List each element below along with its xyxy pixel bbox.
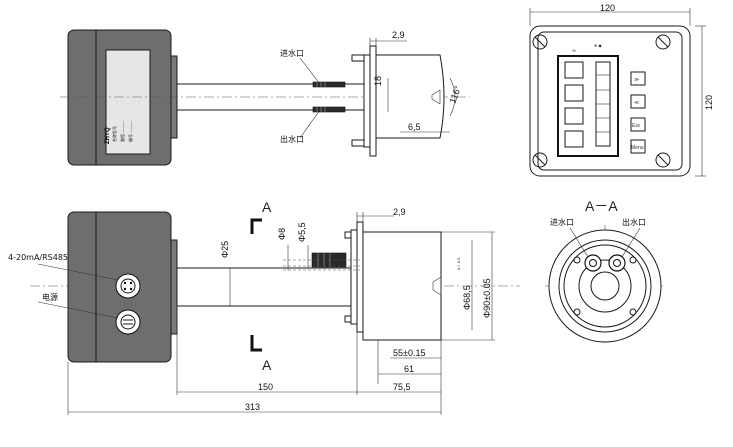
probe-head-top	[375, 54, 445, 139]
flange-top	[369, 45, 377, 157]
dim-pipe-spacing: 18	[373, 76, 383, 86]
nameplate-line-2: 量程 ———	[119, 121, 125, 142]
section-outer-circle	[548, 229, 662, 343]
digit-display	[564, 61, 611, 148]
connector-signal	[115, 273, 141, 299]
button-right[interactable]: ≫	[630, 71, 646, 86]
screw-icon-bl	[532, 152, 548, 168]
dim-angle: 116°	[447, 84, 463, 105]
label-power: 电源	[42, 292, 58, 302]
dim-len-150: 150	[258, 382, 273, 392]
label-inlet-section: 进水口	[550, 217, 574, 227]
probe-head-front	[362, 231, 442, 341]
dim-len-55: 55±0.15	[393, 348, 425, 358]
label-signal: 4-20mA/RS485	[8, 253, 68, 262]
dim-flange-top: 2,9	[392, 30, 405, 40]
flange-plate-top	[363, 54, 371, 148]
dim-panel-height: 120	[704, 95, 714, 110]
button-left-label: ≪	[634, 100, 639, 106]
button-menu-label: Menu	[631, 145, 644, 151]
hose-outlet-top	[312, 106, 346, 113]
dim-panel-width: 120	[600, 3, 615, 13]
dim-tip-offset: 6,5	[408, 122, 421, 132]
dim-pipe-dia: Φ25	[220, 241, 230, 258]
dim-inner-dia: Φ68,5	[462, 285, 472, 310]
flange-front	[356, 221, 364, 333]
hose-inlet-top	[312, 81, 346, 88]
top-side-view: 名称型号 量程 ——— 编号 ——— ZHYQ	[60, 29, 470, 166]
probe-shaft-front	[176, 267, 358, 307]
top-front-panel-view: 120 120 % ⊕ ◆ ≫	[529, 3, 714, 177]
nameplate-line-3: 编号 ———	[127, 121, 133, 142]
connector-power	[115, 309, 141, 335]
indicator-percent-icon: %	[572, 48, 576, 53]
nameplate-brand: ZHYQ	[105, 127, 111, 144]
screw-icon-br	[655, 152, 671, 168]
button-left[interactable]: ≪	[630, 94, 646, 109]
button-menu[interactable]: Menu	[630, 139, 646, 154]
button-esc[interactable]: Esc	[630, 117, 646, 132]
section-mark-a-bottom: A	[262, 357, 272, 373]
section-title: A－A	[585, 198, 618, 214]
label-outlet-section: 出水口	[622, 217, 646, 227]
label-inlet-top: 进水口	[280, 48, 304, 58]
button-esc-label: Esc	[632, 123, 641, 129]
indicator-arrow-icon: ⊕ ◆	[594, 43, 602, 48]
dim-len-75-5: 75,5	[393, 382, 411, 392]
display-window	[557, 55, 619, 157]
section-inlet-port	[584, 254, 602, 272]
button-right-label: ≫	[634, 77, 639, 83]
dim-port-dia-5-5: Φ5,5	[297, 222, 307, 242]
section-a-a-view: A－A 进水口 出水口	[545, 198, 665, 345]
section-outlet-port	[608, 254, 626, 272]
dim-flange-front: 2,9	[393, 207, 406, 217]
dim-outer-dia: Φ90±0.05	[482, 278, 492, 318]
screw-icon-tr	[655, 34, 671, 50]
dim-inner-dia-tol: 0 / -0.5	[456, 257, 461, 270]
section-mark-a-top: A	[262, 199, 272, 215]
label-outlet-top: 出水口	[280, 134, 304, 144]
nameplate	[105, 49, 151, 155]
screw-icon-tl	[532, 34, 548, 50]
dim-len-61: 61	[404, 364, 414, 374]
nameplate-line-1: 名称型号	[111, 126, 117, 142]
housing-neck-front	[170, 239, 178, 335]
bottom-front-view: 4-20mA/RS485 电源 A A Φ25 Φ8 Φ5,5	[8, 199, 520, 415]
dim-len-313: 313	[245, 402, 260, 412]
dim-port-dia-8: Φ8	[277, 228, 287, 240]
